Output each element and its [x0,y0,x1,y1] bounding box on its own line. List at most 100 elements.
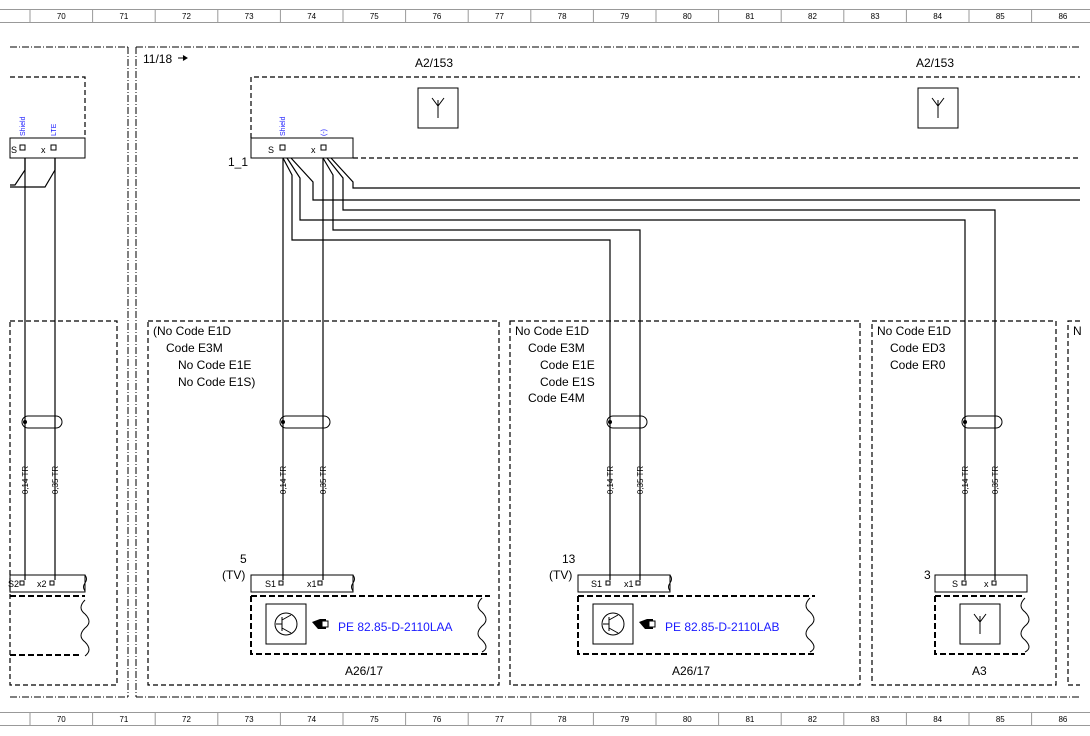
svg-text:No Code E1D: No Code E1D [877,324,951,338]
left-module: Shield LTE S x [9,76,86,159]
ruler-top-label: 80 [683,12,692,21]
svg-text:A26/17: A26/17 [345,664,383,678]
left-component: S2 x2 [8,574,90,657]
ruler-top-label: 74 [307,12,316,21]
ruler-top-label: 72 [182,12,191,21]
ruler-top-label: 82 [808,12,817,21]
svg-text:S1: S1 [265,579,276,589]
wire-labels: 0,14 TR 0,35 TR 0,14 TR 0,35 TR 0,14 TR … [21,466,1000,495]
svg-text:S: S [952,579,958,589]
svg-text:LTE: LTE [51,123,58,136]
ruler-top-label: 76 [432,12,441,21]
svg-text:Code ED3: Code ED3 [890,341,946,355]
ref-arrow-icon [178,55,188,61]
svg-text:Code E3M: Code E3M [166,341,223,355]
svg-text:A2/153: A2/153 [916,56,954,70]
ruler-bottom-label: 85 [996,715,1005,724]
variant-frames [9,320,1080,686]
svg-text:Code E1S: Code E1S [540,375,595,389]
shield-markers [21,415,1003,429]
svg-text:(No Code E1D: (No Code E1D [153,324,231,338]
ruler-top-label: 70 [57,12,66,21]
svg-text:Shield: Shield [20,116,27,136]
svg-text:3: 3 [924,568,931,582]
svg-text:(-): (-) [321,129,328,136]
component-a3: 3 S x A3 [924,568,1030,678]
ruler-bottom-label: 79 [620,715,629,724]
svg-text:No Code E1E: No Code E1E [178,358,251,372]
svg-text:S2: S2 [8,579,19,589]
ruler-top-label: 81 [745,12,754,21]
component-a26-17-laa: 5 (TV) S1 x1 PE 82.85-D-2110LAA A26/17 [222,552,490,678]
svg-text:0,35 TR: 0,35 TR [636,466,645,495]
ruler-bottom-label: 76 [432,715,441,724]
antenna-icon [959,603,1001,645]
node-label: 1_1 [228,155,248,169]
transistor-icon [592,603,634,645]
frame-left-section [10,46,129,698]
svg-text:13: 13 [562,552,576,566]
svg-text:0,14 TR: 0,14 TR [21,466,30,495]
svg-text:Code E1E: Code E1E [540,358,595,372]
ruler-top-label: 78 [558,12,567,21]
svg-text:(TV): (TV) [222,568,245,582]
svg-text:A3: A3 [972,664,987,678]
ref-arrow-label: 11/18 [143,52,172,66]
svg-text:A2/153: A2/153 [415,56,453,70]
ruler-top-label: 71 [119,12,128,21]
frame-main-section [135,46,1080,698]
doc-link-icon[interactable] [639,619,656,629]
antenna-icon [917,87,959,129]
antenna-module-a2-153: A2/153 A2/153 [250,56,1080,159]
svg-text:x1: x1 [307,579,317,589]
svg-text:0,14 TR: 0,14 TR [961,466,970,495]
ruler-top-label: 73 [245,12,254,21]
svg-text:A26/17: A26/17 [672,664,710,678]
doc-link-icon[interactable] [312,619,329,629]
ruler-bottom-label: 84 [933,715,942,724]
variant-code-block: N [1073,324,1082,338]
ruler-bottom-label: 78 [558,715,567,724]
svg-text:x1: x1 [624,579,634,589]
svg-text:S1: S1 [591,579,602,589]
ruler-bottom-label: 74 [307,715,316,724]
svg-text:x: x [41,145,46,155]
ruler-top-label: 86 [1058,12,1067,21]
svg-text:S: S [11,145,17,155]
ruler-bottom-label: 77 [495,715,504,724]
variant-code-block: No Code E1D Code E3M Code E1E Code E1S C… [515,324,595,405]
antenna-icon [417,87,459,129]
ruler-bottom-label: 72 [182,715,191,724]
ruler-top-label: 84 [933,12,942,21]
svg-text:S: S [268,145,274,155]
svg-text:No Code E1S): No Code E1S) [178,375,255,389]
svg-text:0,14 TR: 0,14 TR [279,466,288,495]
ruler-top-label: 79 [620,12,629,21]
doc-link[interactable]: PE 82.85-D-2110LAB [665,620,780,634]
ruler-bottom-label: 75 [370,715,379,724]
ruler-bottom-label: 80 [683,715,692,724]
svg-text:Shield: Shield [280,116,287,136]
svg-text:x2: x2 [37,579,47,589]
svg-text:0,35 TR: 0,35 TR [319,466,328,495]
wiring-harness [10,157,1080,580]
transistor-icon [265,603,307,645]
svg-text:0,35 TR: 0,35 TR [991,466,1000,495]
svg-text:x: x [311,145,316,155]
ruler-bottom-label: 81 [745,715,754,724]
ruler-top-label: 83 [871,12,880,21]
ruler-bottom-label: 86 [1058,715,1067,724]
ruler-bottom-label: 83 [871,715,880,724]
svg-text:No Code E1D: No Code E1D [515,324,589,338]
svg-text:5: 5 [240,552,247,566]
ruler-top-label: 85 [996,12,1005,21]
svg-text:x: x [984,579,989,589]
doc-link[interactable]: PE 82.85-D-2110LAA [338,620,453,634]
ruler-bottom-label: 70 [57,715,66,724]
svg-text:(TV): (TV) [549,568,572,582]
svg-text:Code E3M: Code E3M [528,341,585,355]
component-a26-17-lab: 13 (TV) S1 x1 PE 82.85-D-2110LAB A26/17 [549,552,815,678]
svg-text:Code E4M: Code E4M [528,391,585,405]
ruler-bottom-label: 82 [808,715,817,724]
